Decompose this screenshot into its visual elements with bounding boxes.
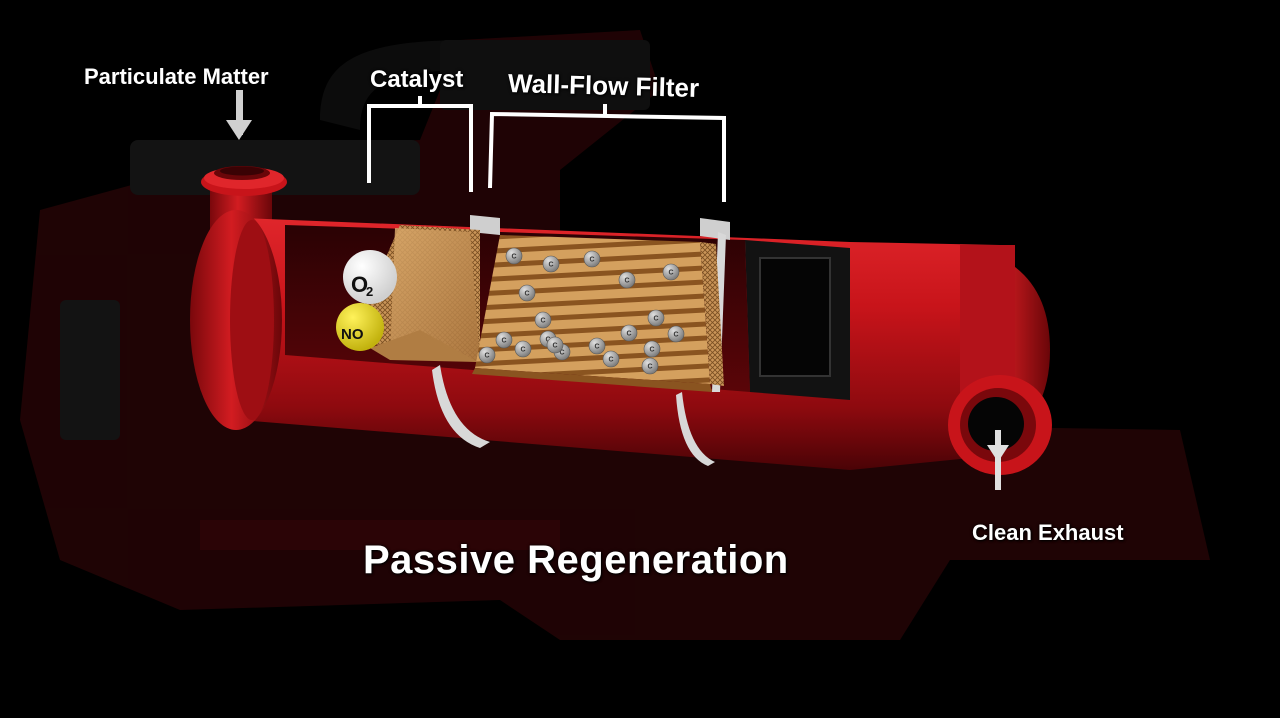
carbon-particle-label: C: [625, 278, 630, 285]
nitric-oxide-symbol: NO: [341, 326, 364, 343]
carbon-particle: C: [542, 255, 560, 273]
carbon-particle-label: C: [669, 270, 674, 277]
carbon-particle: C: [647, 309, 665, 327]
oxygen-symbol: O: [351, 272, 368, 297]
carbon-particle-label: C: [521, 347, 526, 354]
carbon-particle: C: [618, 271, 636, 289]
carbon-particle: C: [588, 337, 606, 355]
oxygen-molecule: O 2: [343, 250, 397, 304]
carbon-particle: C: [514, 340, 532, 358]
carbon-particle-label: C: [525, 291, 530, 298]
carbon-particle: C: [583, 250, 601, 268]
carbon-particle-label: C: [595, 344, 600, 351]
carbon-particle-label: C: [546, 337, 551, 344]
wall-flow-filter-bracket: [488, 104, 726, 202]
carbon-particle: C: [620, 324, 638, 342]
carbon-particle-label: C: [590, 257, 595, 264]
carbon-particle-label: C: [648, 364, 653, 371]
catalyst-label: Catalyst: [370, 66, 464, 93]
nitric-oxide-molecule: NO: [336, 303, 384, 351]
carbon-particle: C: [495, 331, 513, 349]
carbon-particle-label: C: [674, 332, 679, 339]
carbon-particle-label: C: [485, 353, 490, 360]
carbon-particle-label: C: [553, 343, 558, 350]
carbon-particle: C: [602, 350, 620, 368]
carbon-particle-label: C: [512, 254, 517, 261]
page-title: Passive Regeneration: [363, 538, 789, 582]
carbon-particle-label: C: [650, 347, 655, 354]
carbon-particle-label: C: [654, 316, 659, 323]
clean-exhaust-label: Clean Exhaust: [972, 520, 1124, 545]
carbon-particle: C: [641, 357, 659, 375]
catalyst-bracket: [367, 96, 473, 192]
carbon-particle: C: [546, 336, 564, 354]
outlet-arrow: [987, 430, 1009, 490]
carbon-particle-label: C: [627, 331, 632, 338]
carbon-particle: C: [478, 346, 496, 364]
carbon-particle-label: C: [549, 262, 554, 269]
carbon-particle-label: C: [560, 350, 565, 357]
carbon-particle: C: [643, 340, 661, 358]
wall-flow-filter-label: Wall-Flow Filter: [507, 68, 700, 103]
carbon-particle: C: [667, 325, 685, 343]
carbon-particle-label: C: [502, 338, 507, 345]
particulate-matter-label: Particulate Matter: [84, 64, 269, 89]
oxygen-subscript: 2: [366, 284, 373, 299]
carbon-particle: C: [518, 284, 536, 302]
carbon-particle: C: [534, 311, 552, 329]
carbon-particle-label: C: [541, 318, 546, 325]
carbon-particle: C: [505, 247, 523, 265]
carbon-particle: C: [662, 263, 680, 281]
carbon-particle-label: C: [609, 357, 614, 364]
inlet-arrow: [226, 90, 252, 140]
